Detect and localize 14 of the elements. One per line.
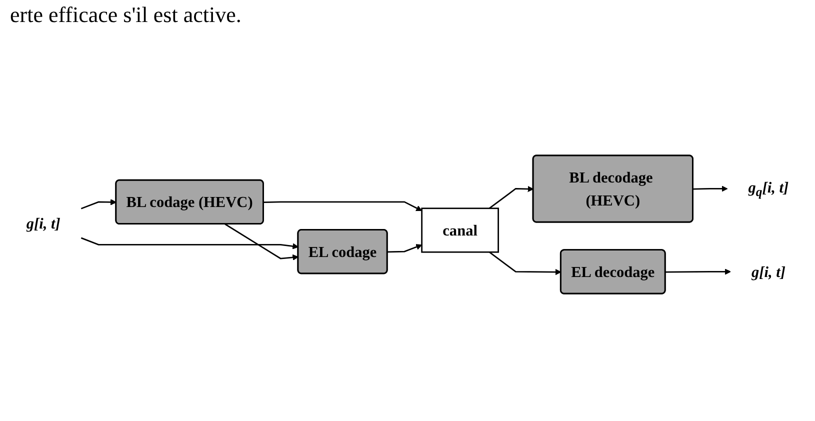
node-text: g$_{q}$[i, t] xyxy=(748,178,789,199)
arrow xyxy=(387,244,422,253)
arrow xyxy=(264,201,422,212)
arrow xyxy=(488,186,534,209)
node-text: g[i, t] xyxy=(751,263,786,280)
arrow xyxy=(665,268,731,275)
arrow xyxy=(693,186,728,192)
node-box: canal xyxy=(421,208,499,253)
arrow xyxy=(80,199,117,210)
arrow xyxy=(224,224,299,260)
node-text: g[i, t] xyxy=(26,214,60,232)
arrow xyxy=(488,252,562,276)
arrow xyxy=(80,237,299,250)
note-text: erte efficace s'il est active. xyxy=(10,2,242,27)
